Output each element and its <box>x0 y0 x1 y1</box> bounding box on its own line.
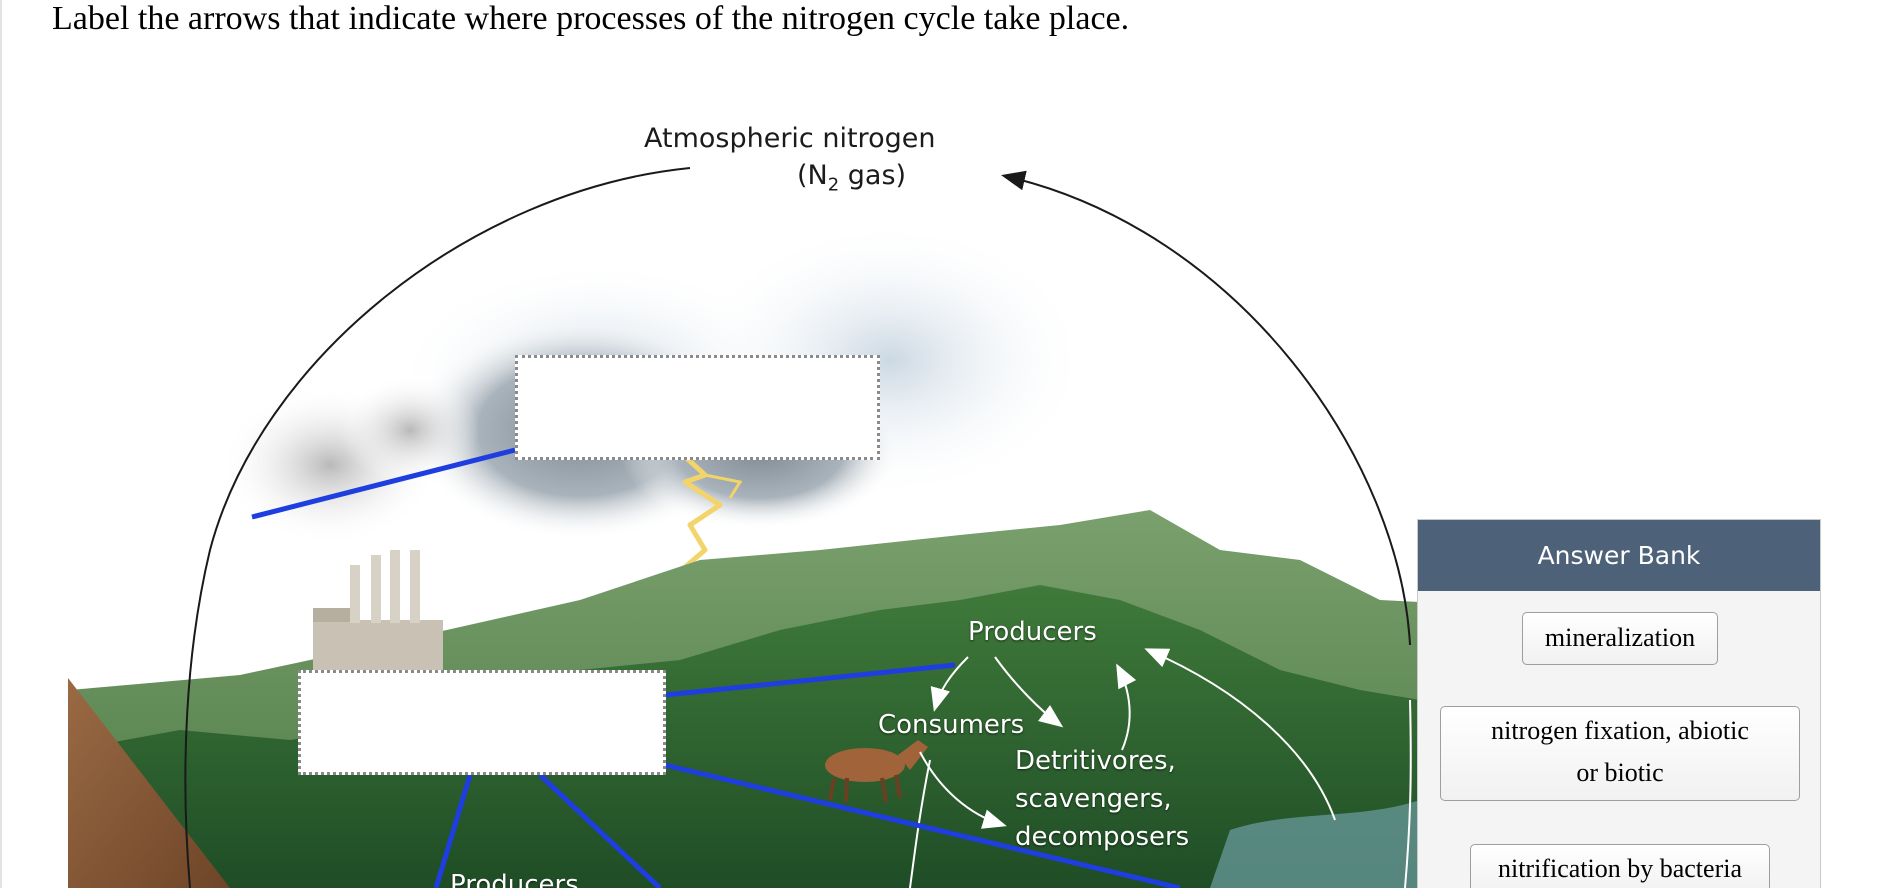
diagram-illustration <box>68 167 1420 888</box>
food-web-arrows <box>909 648 1336 888</box>
producers-lower-label: Producers <box>450 870 579 888</box>
consumers-label: Consumers <box>878 710 1025 740</box>
n2-gas-subscript: 2 <box>827 174 840 196</box>
answer-bank-title: Answer Bank <box>1418 520 1820 591</box>
n2-gas-label: (N2 gas) <box>797 160 906 195</box>
soil-cross-section <box>68 678 230 888</box>
content-left-border <box>0 0 2 888</box>
detritivores-line3: decomposers <box>1015 822 1190 852</box>
chip-line2: or biotic <box>1576 758 1664 787</box>
factory-smoke <box>220 375 480 545</box>
detritivores-line2: scavengers, <box>1015 784 1172 814</box>
deer <box>825 740 928 803</box>
answer-chip-nitrogen-fixation[interactable]: nitrogen fixation, abiotic or biotic <box>1440 706 1800 801</box>
arc-right-arrow <box>1001 170 1411 646</box>
forest <box>70 585 1420 888</box>
n2-gas-prefix: (N <box>797 160 828 191</box>
arc-left-arrow <box>184 167 691 888</box>
chip-line1: nitrogen fixation, abiotic <box>1491 716 1749 745</box>
detritivores-line1: Detritivores, <box>1015 746 1176 776</box>
arc-inner-white <box>1404 699 1412 888</box>
drop-target-cloud[interactable] <box>515 355 880 460</box>
detritivores-label: Detritivores, scavengers, decomposers <box>1015 742 1189 856</box>
factory <box>313 550 443 670</box>
atmospheric-nitrogen-label: Atmospheric nitrogen <box>644 123 936 154</box>
stream <box>1210 800 1420 888</box>
target-leader-lines <box>251 447 1181 888</box>
answer-bank-panel: Answer Bank mineralization nitrogen fixa… <box>1417 519 1821 888</box>
answer-chip-nitrification[interactable]: nitrification by bacteria <box>1470 844 1770 888</box>
nitrogen-cycle-diagram: Atmospheric nitrogen (N2 gas) Producers … <box>60 123 1420 888</box>
answer-chip-mineralization[interactable]: mineralization <box>1522 612 1718 665</box>
question-prompt: Label the arrows that indicate where pro… <box>52 0 1130 37</box>
n2-gas-suffix: gas) <box>839 160 907 191</box>
producers-label: Producers <box>968 617 1097 647</box>
drop-target-land[interactable] <box>298 670 666 775</box>
